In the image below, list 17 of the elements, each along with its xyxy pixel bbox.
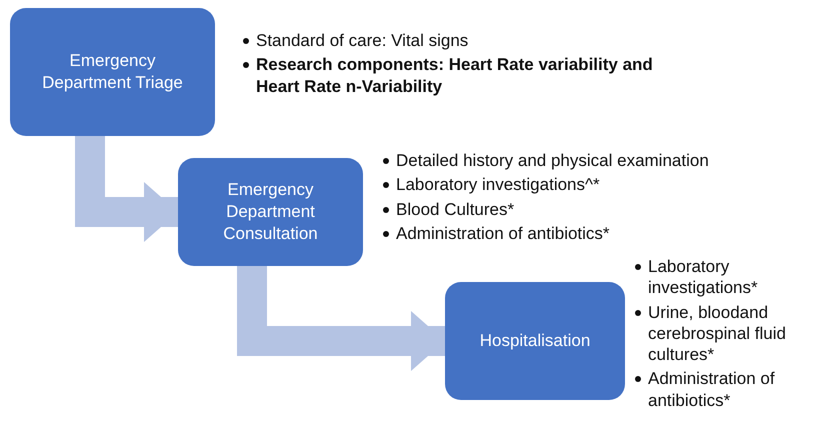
box-title: Emergency Department Consultation: [222, 178, 319, 246]
bullet-item: Detailed history and physical examination: [396, 151, 709, 170]
bullet-item: Laboratory investigations*: [648, 257, 758, 298]
bullet-item: Administration of antibiotics*: [648, 369, 775, 410]
bullet-item: Urine, bloodand cerebrospinal fluid cultures*: [648, 302, 786, 364]
arrow: [237, 266, 445, 371]
bullet-item: Laboratory investigations^*: [396, 175, 600, 194]
bullet-item: Blood Cultures*: [396, 200, 514, 218]
process-box: [445, 282, 625, 400]
process-box: [10, 8, 215, 136]
box-title: Emergency Department Triage: [41, 50, 184, 94]
box-title: Hospitalisation: [480, 330, 590, 352]
bullet-item: Standard of care: Vital signs: [256, 31, 468, 50]
bullet-item: Administration of antibiotics*: [396, 224, 610, 243]
arrow: [75, 136, 178, 242]
bullet-item: Research components: Heart Rate variability and Heart Rate n-Variability: [256, 55, 653, 96]
process-box: [178, 158, 363, 266]
